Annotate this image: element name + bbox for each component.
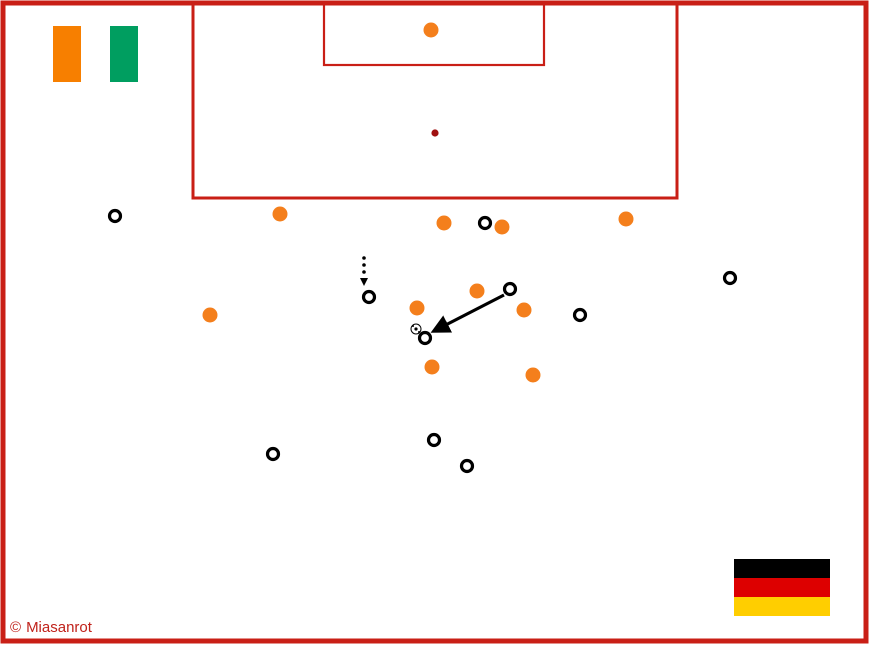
ball-patch [412, 325, 414, 327]
flag-stripe-orange [53, 26, 81, 82]
home-player [436, 215, 452, 231]
run-dot [362, 263, 366, 267]
away-player [417, 330, 433, 346]
credit-label: © Miasanrot [10, 619, 92, 636]
away-player [361, 289, 377, 305]
credit-text: Miasanrot [26, 619, 92, 636]
away-player [265, 446, 281, 462]
away-team-players [107, 208, 738, 474]
run-arrow-icon [360, 256, 368, 286]
away-player [722, 270, 738, 286]
flag-stripe-red [734, 578, 830, 597]
flag-stripe-green [110, 26, 138, 82]
away-player [426, 432, 442, 448]
home-player [525, 367, 541, 383]
ivory-coast-flag-icon [53, 26, 138, 82]
flag-stripe-black [734, 559, 830, 578]
run-arrowhead [360, 278, 368, 286]
ball-patch [414, 327, 418, 331]
away-player [107, 208, 123, 224]
home-player [424, 359, 440, 375]
flag-stripe-gold [734, 597, 830, 616]
home-player [618, 211, 634, 227]
home-player [469, 283, 485, 299]
flag-stripe-white [81, 26, 110, 82]
home-player [516, 302, 532, 318]
away-player [477, 215, 493, 231]
penalty-spot [431, 129, 439, 137]
run-dot [362, 256, 366, 260]
copyright-icon: © [10, 619, 22, 636]
home-player [272, 206, 288, 222]
home-team-players [202, 22, 634, 383]
soccer-ball-icon [410, 323, 422, 335]
away-player [502, 281, 518, 297]
home-player [202, 307, 218, 323]
away-player [572, 307, 588, 323]
home-player [409, 300, 425, 316]
germany-flag-icon [734, 559, 830, 616]
ball-patch [418, 331, 420, 333]
run-dot [362, 270, 366, 274]
pass-arrow-icon [430, 293, 505, 333]
home-player [494, 219, 510, 235]
away-player [459, 458, 475, 474]
home-player [423, 22, 439, 38]
six-yard-box [322, 1, 546, 67]
